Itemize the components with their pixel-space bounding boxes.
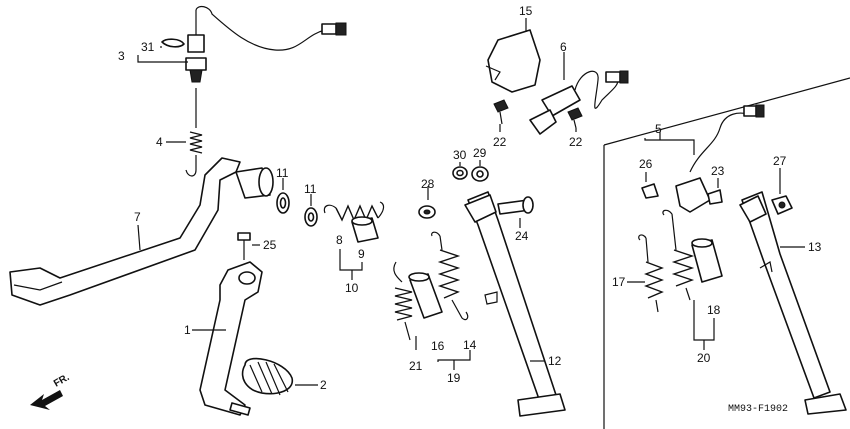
callout-2: 2 — [320, 378, 327, 392]
callout-19: 19 — [447, 371, 461, 385]
brake-switch-spring — [185, 88, 203, 177]
bolt-23 — [707, 189, 723, 205]
collar-16 — [408, 272, 443, 319]
callout-23: 23 — [711, 164, 725, 178]
bolt-22b — [567, 107, 583, 129]
callout-22a: 22 — [493, 135, 507, 149]
callout-3: 3 — [118, 49, 125, 63]
main-stand — [464, 191, 566, 417]
callout-30: 30 — [453, 148, 467, 162]
callout-25: 25 — [263, 238, 277, 252]
step-arm — [199, 261, 263, 416]
pivot-pin-24 — [497, 196, 534, 215]
callout-16: 16 — [431, 339, 445, 353]
section-divider — [603, 77, 850, 146]
side-stand-spring-18 — [662, 209, 695, 301]
switch-cover-15 — [485, 29, 541, 93]
callout-27: 27 — [773, 154, 787, 168]
side-stand-switch-5 — [675, 104, 765, 213]
callout-1: 1 — [184, 323, 191, 337]
return-spring-8 — [323, 201, 385, 222]
callout-17: 17 — [612, 275, 626, 289]
callout-11b: 11 — [304, 182, 317, 196]
callout-14: 14 — [463, 338, 477, 352]
side-stand-switch-6 — [529, 70, 629, 135]
brake-pedal — [9, 157, 274, 306]
bolt-25 — [237, 232, 251, 260]
callout-18: 18 — [707, 303, 721, 317]
side-stand-13 — [739, 191, 847, 415]
main-stand-spring-21 — [393, 261, 413, 341]
rear-brake-switch — [161, 5, 347, 83]
callout-4: 4 — [156, 135, 163, 149]
callout-6: 6 — [560, 40, 567, 54]
collar-side — [691, 238, 723, 283]
side-stand-spring-17 — [638, 234, 664, 313]
svg-text:FR.: FR. — [52, 372, 72, 390]
callout-13: 13 — [808, 240, 822, 254]
callout-24: 24 — [515, 229, 529, 243]
main-stand-spring-14 — [431, 231, 469, 321]
callout-20: 20 — [697, 351, 711, 365]
nut-27 — [771, 195, 793, 215]
callout-29: 29 — [473, 146, 487, 160]
callout-26: 26 — [639, 157, 653, 171]
bolt-22a — [493, 99, 509, 125]
callout-15: 15 — [519, 4, 533, 18]
callout-31: 31 — [141, 40, 155, 54]
bolt-26 — [641, 183, 659, 199]
callout-11a: 11 — [276, 166, 289, 180]
collar-9 — [351, 216, 379, 243]
callout-21: 21 — [409, 359, 423, 373]
step-rubber — [241, 357, 293, 396]
callout-12: 12 — [548, 354, 562, 368]
callout-28: 28 — [421, 177, 435, 191]
callout-7: 7 — [134, 210, 141, 224]
callout-22b: 22 — [569, 135, 583, 149]
diagram-code: MM93-F1902 — [728, 404, 788, 415]
callout-10: 10 — [345, 281, 359, 295]
callout-9: 9 — [358, 247, 365, 261]
front-direction-arrow: FR. — [30, 372, 72, 410]
callout-8: 8 — [336, 233, 343, 247]
callout-5: 5 — [655, 122, 662, 136]
